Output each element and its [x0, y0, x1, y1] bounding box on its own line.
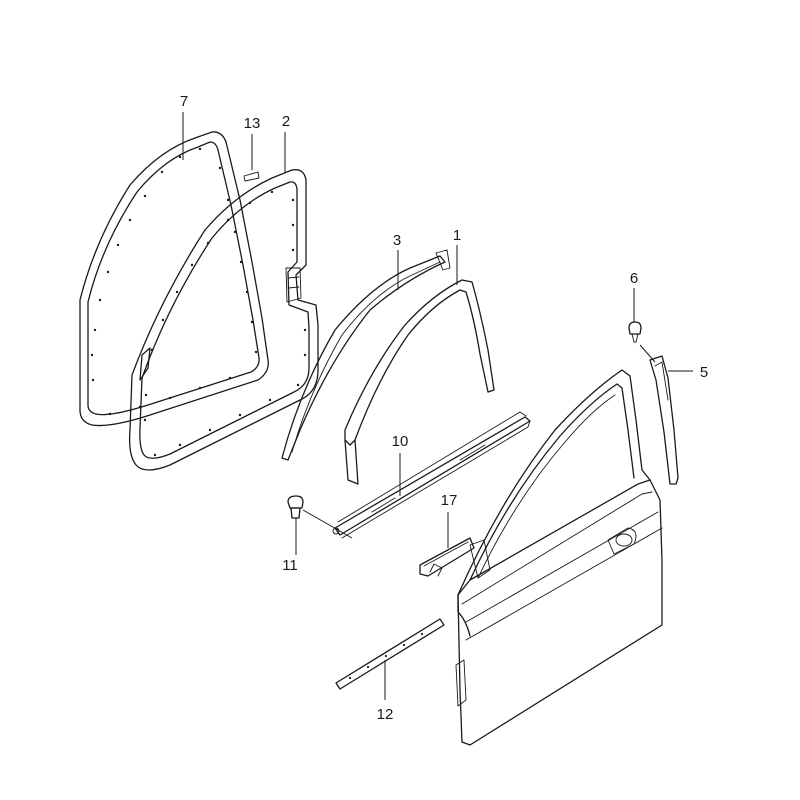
part-17-bracket	[419, 537, 475, 577]
callout-11: 11	[282, 557, 298, 574]
callout-6: 6	[630, 270, 638, 287]
callout-3: 3	[393, 232, 401, 249]
callout-13: 12	[377, 706, 394, 723]
callout-7: 7	[180, 93, 188, 110]
front-door-panel	[455, 369, 663, 746]
leader-11b	[302, 509, 353, 539]
callout-5: 5	[700, 364, 708, 381]
part-10-belt-moulding	[332, 411, 531, 539]
part-1-glass-channel	[344, 279, 495, 485]
part-11-bolt	[287, 495, 304, 519]
callout-labels: 7 13 2 3 1 6 5 10 11 17 12	[180, 93, 708, 723]
part-2-inner-weatherstrip	[128, 169, 319, 471]
callout-1: 1	[453, 227, 461, 244]
leader-lines	[182, 112, 693, 700]
callout-10: 10	[392, 433, 409, 450]
callout-17: 17	[441, 492, 458, 509]
part-5-pillar-garnish	[649, 355, 679, 485]
part-12-clip	[243, 171, 260, 182]
callout-2: 2	[282, 113, 290, 130]
part-13-lower-strip	[335, 618, 445, 690]
part-7-outer-weatherstrip	[79, 131, 269, 427]
callout-12: 13	[244, 115, 261, 132]
part-6-clip	[628, 321, 642, 343]
leader-6b	[639, 344, 656, 363]
part-3-glass-run-strip	[281, 249, 451, 461]
